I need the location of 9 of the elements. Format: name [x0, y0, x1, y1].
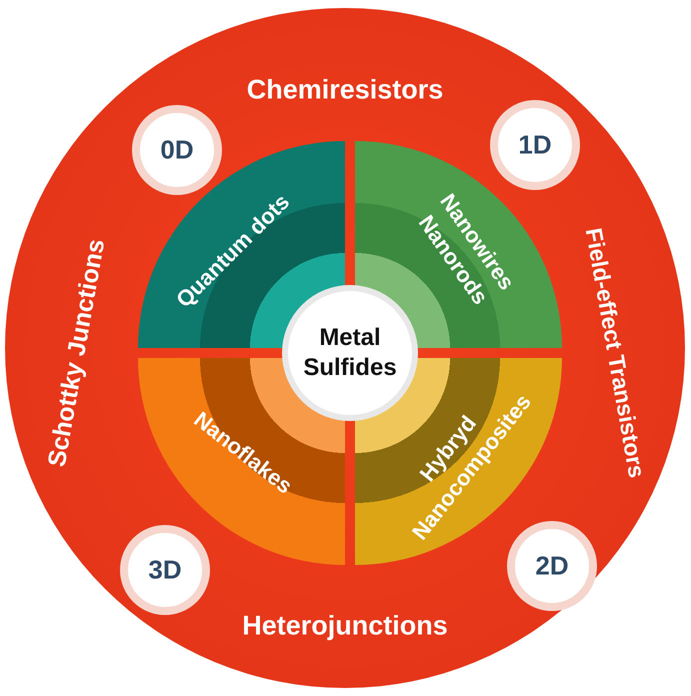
badge-label: 2D: [535, 550, 569, 582]
ring-label: Schottky Junctions: [42, 236, 112, 470]
badge-label: 1D: [518, 130, 552, 160]
badge-label: 0D: [160, 134, 194, 166]
ring-label: Heterojunctions: [242, 610, 448, 642]
ring-label: Chemiresistors: [246, 74, 444, 106]
center-label: Metal Sulfides: [302, 323, 398, 383]
ring-label: Field-effect Transistors: [580, 226, 650, 480]
badge-label: 3D: [148, 554, 182, 586]
